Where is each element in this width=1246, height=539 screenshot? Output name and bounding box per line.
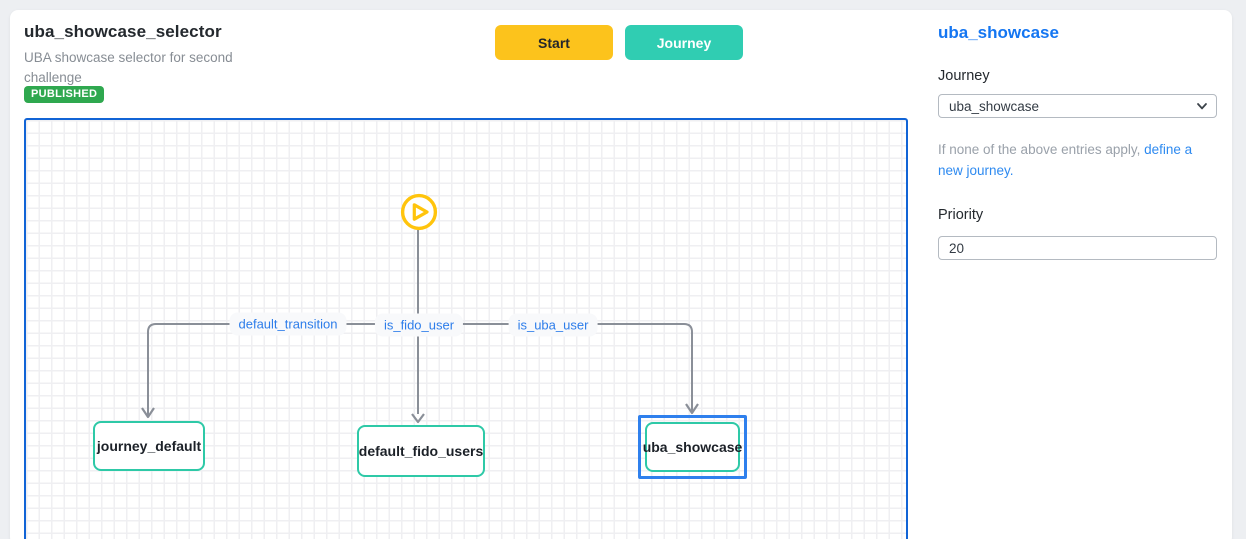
page-title: uba_showcase_selector (24, 22, 222, 41)
journey-select[interactable]: uba_showcase (938, 94, 1217, 118)
arrowhead-icon (141, 407, 155, 419)
flow-canvas[interactable]: default_transition is_fido_user is_uba_u… (24, 118, 908, 539)
play-icon (400, 193, 438, 231)
arrowhead-icon (685, 403, 699, 415)
priority-field-label: Priority (938, 207, 984, 223)
node-default-fido-users[interactable]: default_fido_users (357, 425, 485, 477)
node-journey-default[interactable]: journey_default (93, 421, 205, 471)
edge-label-default-transition[interactable]: default_transition (229, 312, 347, 336)
start-node[interactable] (399, 192, 439, 232)
edge-branch (147, 323, 693, 416)
edge-label-is-uba-user[interactable]: is_uba_user (508, 313, 598, 337)
help-text-prefix: If none of the above entries apply, (938, 142, 1145, 157)
define-new-journey-link[interactable]: define a new journey. (938, 142, 1193, 178)
journey-field-label: Journey (938, 68, 990, 84)
node-uba-showcase-selection[interactable]: uba_showcase (638, 415, 747, 479)
node-uba-showcase[interactable]: uba_showcase (643, 422, 742, 472)
journey-button[interactable]: Journey (625, 25, 743, 60)
edge-label-is-fido-user[interactable]: is_fido_user (374, 313, 464, 337)
page-description: UBA showcase selector for second challen… (24, 50, 233, 85)
start-button[interactable]: Start (495, 25, 613, 60)
journey-help-text: If none of the above entries apply, defi… (938, 139, 1220, 181)
priority-input[interactable] (938, 236, 1217, 260)
status-badge: PUBLISHED (24, 86, 105, 103)
arrowhead-icon (411, 413, 425, 424)
journey-editor-card: uba_showcase_selector UBA showcase selec… (10, 10, 1232, 539)
panel-title: uba_showcase (938, 23, 1059, 42)
journey-select-wrap: uba_showcase (938, 94, 1217, 118)
